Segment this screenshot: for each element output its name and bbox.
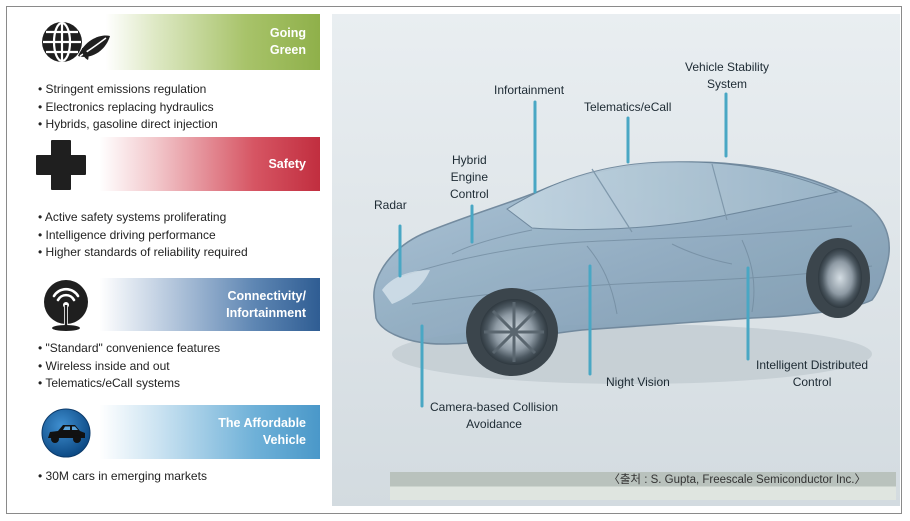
going-green-bullets: Stringent emissions regulation Electroni… (38, 81, 218, 134)
banner-title: Going Green (269, 26, 306, 57)
label-intelligent-distributed-control: Intelligent Distributed Control (756, 358, 869, 389)
list-item: Intelligence driving performance (38, 227, 248, 245)
callout-lines (398, 92, 750, 408)
source-bar: 〈출처 : S. Gupta, Freescale Semiconductor … (390, 472, 896, 500)
list-item: 30M cars in emerging markets (38, 468, 207, 486)
list-item: "Standard" convenience features (38, 340, 221, 358)
transparent-car-image (332, 14, 900, 506)
list-item: Higher standards of reliability required (38, 244, 248, 262)
banner-affordable-vehicle: The Affordable Vehicle (22, 405, 320, 459)
label-vehicle-stability: Vehicle Stability System (685, 60, 770, 91)
banner-title: Safety (268, 156, 306, 171)
car-icon (30, 407, 116, 459)
list-item: Stringent emissions regulation (38, 81, 218, 99)
list-item: Telematics/eCall systems (38, 375, 220, 393)
medical-cross-icon (30, 139, 116, 191)
banner-connectivity: Connectivity/ Infortainment (22, 278, 320, 331)
list-item: Active safety systems proliferating (38, 209, 248, 227)
banner-title: Connectivity/ Infortainment (226, 288, 306, 320)
wireless-antenna-icon (30, 280, 116, 331)
label-night-vision: Night Vision (606, 375, 670, 389)
safety-bullets: Active safety systems proliferating Inte… (38, 209, 248, 262)
list-item: Electronics replacing hydraulics (38, 99, 218, 117)
label-hybrid-engine-control: Hybrid Engine Control (450, 153, 489, 201)
source-credit: 〈출처 : S. Gupta, Freescale Semiconductor … (608, 474, 866, 486)
banner-title: The Affordable Vehicle (218, 416, 306, 447)
list-item: Hybrids, gasoline direct injection (38, 116, 218, 134)
list-item: Wireless inside and out (38, 358, 220, 376)
car-illustration: Radar Hybrid Engine Control Infortainmen… (332, 14, 900, 506)
label-radar: Radar (374, 198, 407, 212)
connectivity-bullets: "Standard" convenience features Wireless… (38, 340, 220, 393)
banner-going-green: Going Green (22, 14, 320, 70)
label-telematics: Telematics/eCall (584, 100, 672, 114)
globe-leaf-icon (30, 16, 116, 68)
label-infotainment: Infortainment (494, 83, 565, 97)
label-camera-collision-avoidance: Camera-based Collision Avoidance (430, 400, 559, 431)
affordable-bullets: 30M cars in emerging markets (38, 468, 207, 486)
banner-safety: Safety (22, 137, 320, 191)
